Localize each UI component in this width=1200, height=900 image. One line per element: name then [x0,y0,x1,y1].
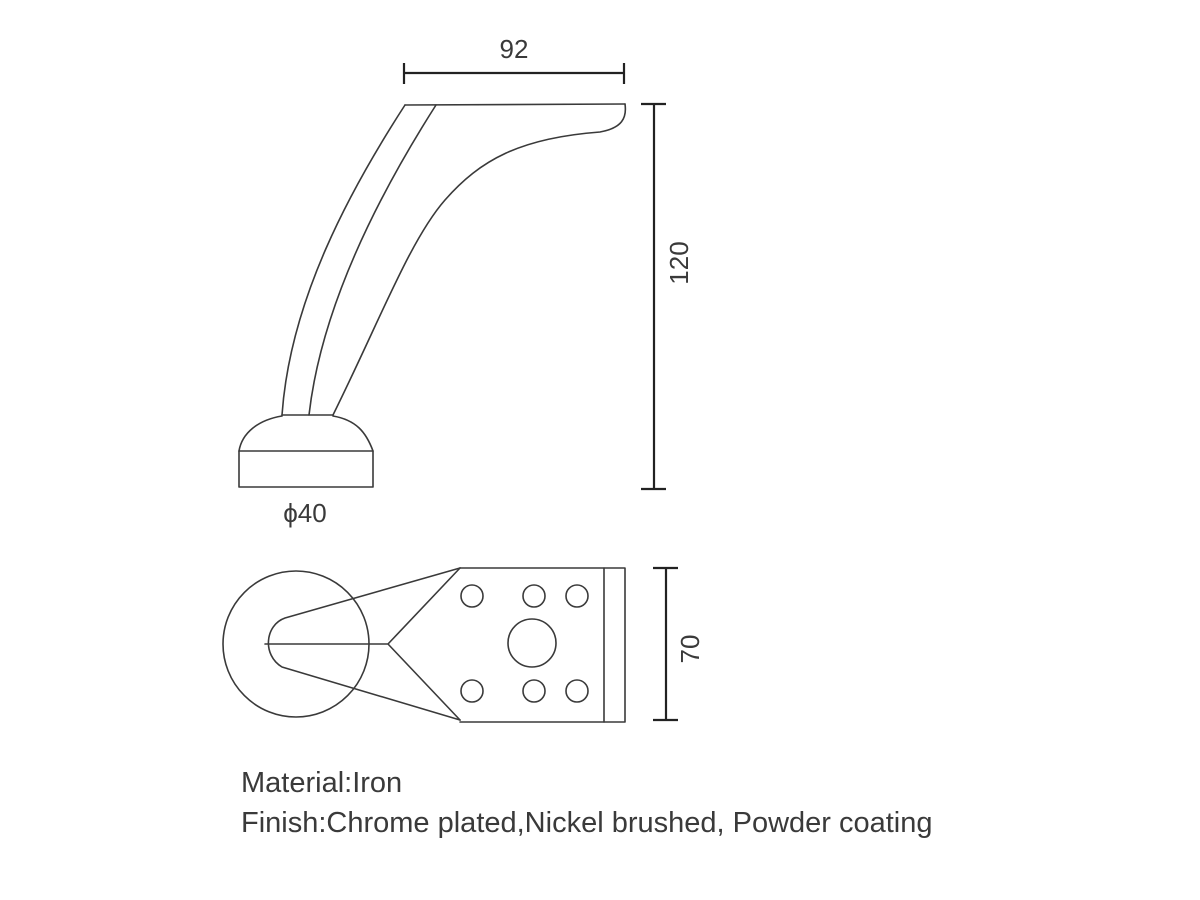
leg-side-view [238,103,627,488]
center-bolt-hole [507,618,557,668]
dimension-base-diameter-label: ϕ40 [283,498,326,528]
leg-front-contour [332,103,627,416]
foot-base [238,450,374,488]
plate-rectangle [459,567,626,723]
plate-arm-ridge [264,567,461,721]
screw-hole [565,679,589,703]
leg-top-edge [404,103,626,106]
mounting-plate-top-view [222,567,626,723]
material-spec: Material:Iron [241,767,403,799]
screw-hole [522,679,546,703]
foot-cap [238,414,374,452]
dimension-height-label: 120 [664,241,694,284]
plate-arm-outline [267,567,461,721]
specifications: Material:Iron Finish:Chrome plated,Nicke… [241,763,933,843]
leg-outer-contour [281,104,406,416]
screw-hole [460,679,484,703]
dimension-plate-width: 70 [653,566,705,722]
finish-spec: Finish:Chrome plated,Nickel brushed, Pow… [241,807,933,839]
screw-hole [460,584,484,608]
dimension-width: 92 [402,34,626,84]
dimension-width-label: 92 [500,34,529,64]
screw-hole [522,584,546,608]
dimension-plate-width-label: 70 [675,635,705,664]
dimension-height: 120 [641,102,694,491]
screw-hole [565,584,589,608]
leg-inner-ridge [308,104,437,416]
